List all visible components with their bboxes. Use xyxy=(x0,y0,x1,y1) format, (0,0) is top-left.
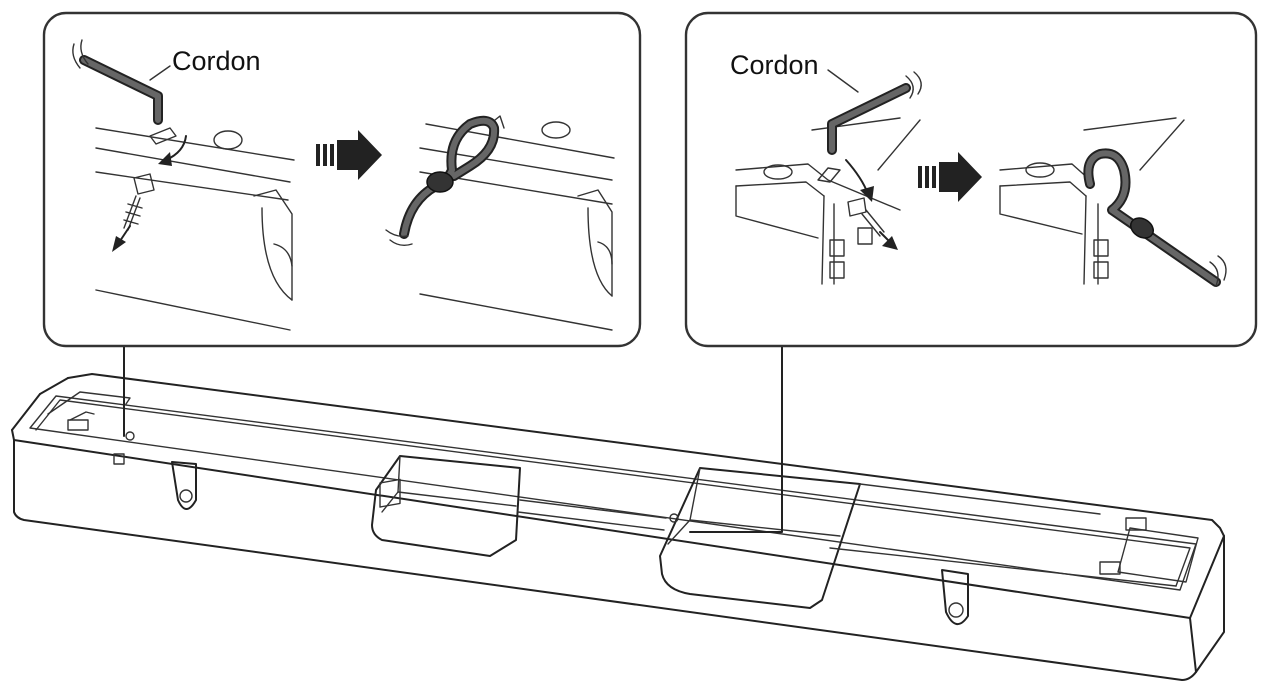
screw-icon xyxy=(123,173,155,231)
right-label-pointer xyxy=(827,69,859,93)
left-step2-illustration xyxy=(385,115,615,331)
right-cord-label: Cordon xyxy=(730,50,819,80)
right-step1-illustration xyxy=(735,71,922,285)
soundbar-body xyxy=(11,373,1225,681)
right-step2-illustration xyxy=(999,117,1227,287)
left-cord-label: Cordon xyxy=(172,46,261,76)
left-step1-illustration xyxy=(72,39,295,331)
step-arrow-icon-right xyxy=(918,152,982,202)
callout-left: Cordon xyxy=(42,11,642,348)
callout-right: Cordon xyxy=(684,11,1258,348)
left-label-pointer xyxy=(149,65,171,81)
step-arrow-icon xyxy=(316,130,382,180)
leader-line-right xyxy=(689,345,783,533)
